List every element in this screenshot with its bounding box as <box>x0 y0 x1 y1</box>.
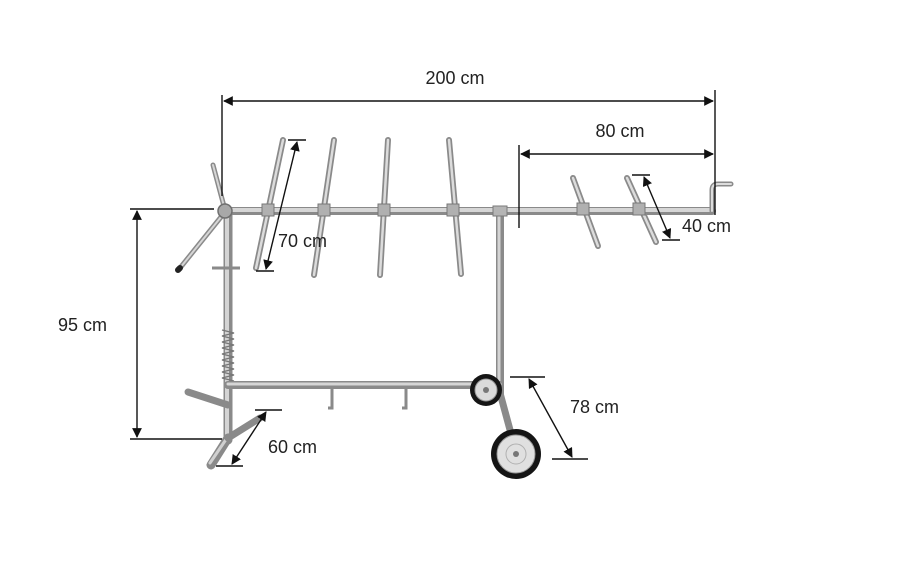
dim-label-arm-section: 80 cm <box>595 121 644 141</box>
dim-line-78 <box>528 378 573 458</box>
dim-label-wheel-base: 78 cm <box>570 397 619 417</box>
dim-label-arm-length: 70 cm <box>278 231 327 251</box>
foot-pedal <box>184 388 232 409</box>
spring <box>221 329 235 382</box>
dim-line-70 <box>263 141 300 270</box>
dim-line-40 <box>642 176 672 239</box>
stand-frame <box>175 162 734 470</box>
dimension-lines <box>130 90 716 467</box>
dim-label-height: 95 cm <box>58 315 107 335</box>
dim-label-base-width: 60 cm <box>268 437 317 457</box>
dim-label-overall-length: 200 cm <box>425 68 484 88</box>
dim-label-arm-spacing: 40 cm <box>682 216 731 236</box>
rear-wheel <box>470 374 502 406</box>
dim-line-60 <box>231 411 267 465</box>
front-wheel <box>491 429 541 479</box>
